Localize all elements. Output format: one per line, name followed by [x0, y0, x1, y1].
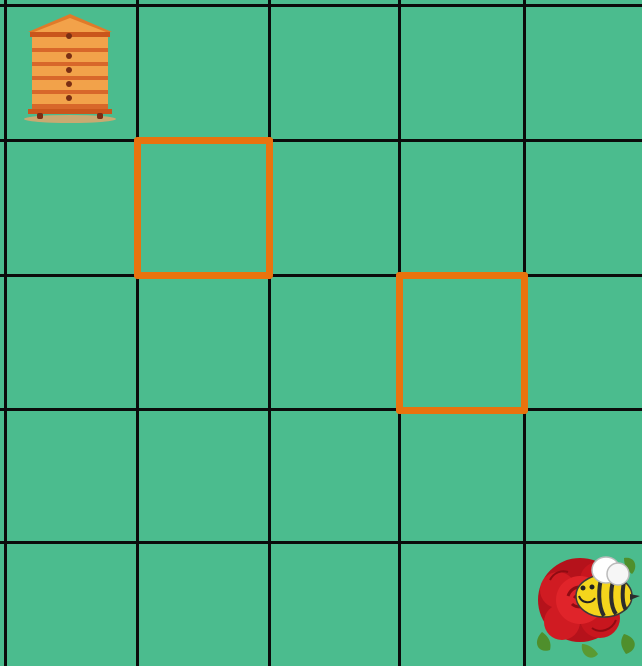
grid-line — [4, 0, 7, 666]
grid-line — [0, 274, 642, 277]
grid-line — [136, 0, 139, 666]
beehive-icon[interactable] — [20, 12, 120, 124]
grid-line — [0, 541, 642, 544]
grid-line — [0, 139, 642, 142]
grid-line — [0, 408, 642, 411]
highlighted-cell[interactable] — [134, 137, 273, 279]
highlighted-cell[interactable] — [396, 272, 528, 414]
bee-icon[interactable] — [568, 554, 642, 622]
grid-line — [0, 4, 642, 7]
grid-line — [268, 0, 271, 666]
